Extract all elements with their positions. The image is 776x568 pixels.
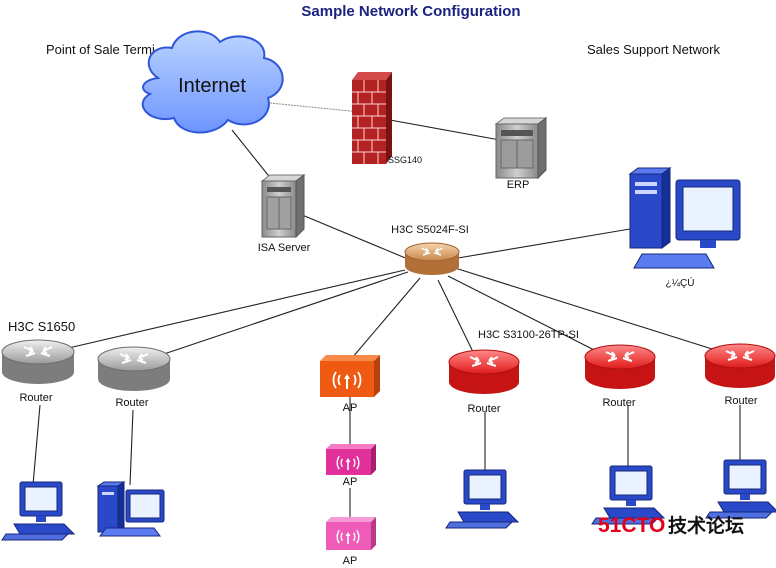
link-core-router-3 bbox=[437, 279, 477, 359]
link-core-router-5 bbox=[454, 267, 729, 355]
core-switch-icon bbox=[404, 242, 460, 275]
core-switch-label: H3C S5024F-SI bbox=[391, 224, 469, 236]
link-core-ap bbox=[351, 277, 421, 359]
isa-server-label: ISA Server bbox=[258, 242, 311, 254]
router-4-label: Router bbox=[602, 397, 635, 409]
internet-label: Internet bbox=[178, 75, 246, 97]
watermark-text: 技术论坛 bbox=[668, 514, 744, 537]
diagram-title: Sample Network Configuration bbox=[301, 3, 520, 20]
workstation-3-computer-icon bbox=[445, 469, 519, 529]
ap-3-label: AP bbox=[343, 555, 358, 567]
section-right-label: Sales Support Network bbox=[587, 42, 720, 57]
link-core-router-4 bbox=[447, 275, 611, 359]
workstation-2-computer-icon bbox=[96, 481, 165, 537]
router-3-icon bbox=[449, 350, 519, 394]
ap-1-icon bbox=[320, 355, 380, 397]
h3c-s1650-label: H3C S1650 bbox=[8, 319, 75, 334]
internet-cloud-icon bbox=[141, 30, 284, 134]
router-3-label: Router bbox=[467, 403, 500, 415]
router-4-icon bbox=[585, 345, 655, 389]
section-left-label: Point of Sale Termi bbox=[46, 42, 155, 57]
link-isa-core bbox=[294, 211, 416, 263]
link-router-1-pc bbox=[32, 404, 41, 486]
firewall-label: SSG140 bbox=[388, 155, 422, 165]
h3c-s3100-label: H3C S3100-26TP-SI bbox=[478, 329, 579, 341]
ap-3-icon bbox=[326, 517, 376, 550]
router-2-icon bbox=[98, 347, 170, 391]
erp-label: ERP bbox=[507, 179, 530, 191]
link-core-router-1 bbox=[59, 269, 406, 351]
watermark-number: 51CTO bbox=[598, 514, 665, 537]
router-2-label: Router bbox=[115, 397, 148, 409]
sales-desktop-computer-icon bbox=[628, 167, 741, 269]
router-5-label: Router bbox=[724, 395, 757, 407]
link-core-pc bbox=[457, 227, 637, 259]
erp-server-icon bbox=[494, 117, 548, 180]
link-core-router-2 bbox=[154, 271, 409, 358]
watermark-logo: 51CTO 技术论坛 bbox=[598, 514, 744, 537]
router-1-icon bbox=[2, 340, 74, 384]
link-router-2-pc bbox=[129, 409, 134, 486]
router-1-label: Router bbox=[19, 392, 52, 404]
link-internet-isa bbox=[231, 129, 273, 181]
sales-pc-label: ¿¼ÇÚ bbox=[666, 276, 695, 289]
workstation-5-computer-icon bbox=[705, 459, 776, 519]
firewall-icon bbox=[352, 72, 392, 164]
router-5-icon bbox=[705, 344, 775, 388]
workstation-1-computer-icon bbox=[1, 481, 75, 541]
ap-2-label: AP bbox=[343, 476, 358, 488]
connection-lines bbox=[32, 99, 741, 520]
ap-1-label: AP bbox=[343, 402, 358, 414]
isa-server-icon bbox=[260, 174, 306, 239]
ap-2-icon bbox=[326, 444, 376, 475]
link-firewall-erp bbox=[389, 119, 501, 141]
